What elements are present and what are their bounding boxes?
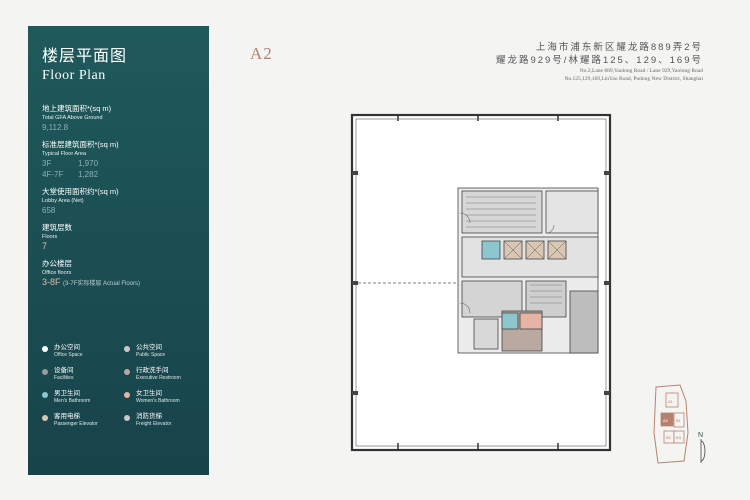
north-label: N — [698, 432, 703, 439]
stats-list: 地上建筑面积*(sq m) Total GFA Above Ground 9,1… — [42, 104, 197, 290]
stat-label-en: Total GFA Above Ground — [42, 115, 103, 121]
site-building — [673, 430, 685, 444]
stat-value: 658 — [42, 206, 56, 215]
legend-dot — [42, 415, 48, 421]
legend-dot — [42, 392, 48, 398]
legend-dot — [42, 346, 48, 352]
legend-dot — [124, 346, 130, 352]
legend-label-zh: 公共空间 — [136, 344, 162, 351]
legend-label-zh: 设备间 — [54, 367, 74, 374]
elevator-crosses — [503, 240, 567, 260]
legend-label-zh: 行政洗手间 — [136, 367, 169, 374]
site-label-b1: B1 — [676, 418, 682, 423]
stat-label-zh: 建筑层数 — [42, 223, 72, 232]
site-building — [673, 412, 685, 428]
panel-title-en: Floor Plan — [42, 68, 106, 83]
legend-label-zh: 客用电梯 — [54, 413, 80, 420]
stat-value-note: (3-7F实际楼层 Actual Floors) — [63, 281, 141, 287]
legend-dot — [124, 392, 130, 398]
legend-label-en: Men's Bathroom — [54, 398, 91, 404]
side-columns — [352, 171, 610, 395]
address-zh-line1: 上海市浦东新区耀龙路889弄2号 — [535, 42, 703, 53]
legend-label-en: Executive Restroom — [136, 375, 181, 381]
stat-label-zh: 大堂使用面积约*(sq m) — [42, 187, 119, 196]
legend-dot — [124, 415, 130, 421]
mens-restroom — [501, 312, 519, 330]
legend-label-zh: 办公空间 — [54, 344, 80, 351]
stat-value: 9,112.8 — [42, 123, 69, 132]
stat-office-floors: 办公楼层 Office floors 3-8F (3-7F实际楼层 Actual… — [42, 259, 197, 290]
stat-value: 7 — [42, 241, 48, 251]
legend-label-en: Passenger Elevator — [54, 421, 98, 427]
floor-plan — [350, 113, 612, 452]
legend-label-en: Public Space — [136, 352, 166, 358]
stat-label-zh: 地上建筑面积*(sq m) — [42, 104, 112, 113]
site-outline — [653, 384, 689, 464]
legend-label-en: Facilities — [54, 375, 74, 381]
stat-row: 4F-7F 1,282 — [42, 169, 197, 180]
stat-typical-floor: 标准层建筑面积*(sq m) Typical Floor Area 3F 1,9… — [42, 140, 197, 180]
stat-floor-key: 3F — [42, 159, 52, 168]
stat-label-zh: 标准层建筑面积*(sq m) — [42, 140, 119, 149]
womens-restroom — [519, 312, 543, 330]
passenger-elevator-shaft — [481, 240, 501, 260]
legend-dot — [42, 369, 48, 375]
site-building — [665, 392, 679, 408]
column-ticks-bottom — [397, 443, 559, 450]
legend-label-en: Freight Elevator — [136, 421, 172, 427]
column-ticks-top — [397, 115, 559, 121]
stat-label-zh: 办公楼层 — [42, 259, 72, 268]
site-label-a2: A2 — [663, 418, 669, 423]
stat-value: 3-8F (3-7F实际楼层 Actual Floors) — [42, 277, 197, 290]
address-en-line1: No.2,Lane 889,Yaolong Road / Lane 929,Ya… — [579, 68, 703, 74]
stair-lines — [466, 196, 562, 304]
legend-dot — [124, 369, 130, 375]
stat-label-en: Typical Floor Area — [42, 151, 87, 157]
address-block: 上海市浦东新区耀龙路889弄2号 耀龙路929号/林耀路125、129、169号… — [496, 41, 703, 83]
stat-floor-value: 1,282 — [78, 170, 99, 179]
stat-floors: 建筑层数 Floors 7 — [42, 223, 197, 252]
stat-label-en: Office floors — [42, 270, 72, 276]
stat-value-main: 3-8F — [42, 277, 61, 287]
stat-label-en: Floors — [42, 234, 58, 240]
stat-floor-key: 4F-7F — [42, 170, 64, 179]
door-swings — [459, 212, 555, 314]
unit-label: A2 — [250, 44, 273, 63]
address-en-line2: No.125,129,169,LinYao Road, Pudong New D… — [564, 76, 703, 82]
stat-lobby: 大堂使用面积约*(sq m) Lobby Area (Net) 658 — [42, 187, 197, 216]
panel-title-zh: 楼层平面图 — [42, 46, 128, 65]
site-label-a1: A1 — [668, 399, 674, 404]
core — [457, 187, 599, 354]
legend-label-en: Women's Bathroom — [136, 398, 180, 404]
site-map: A1 A2 B1 B2 B3 N — [653, 384, 706, 464]
site-building-highlight — [660, 412, 674, 427]
site-label-b3: B3 — [676, 435, 682, 440]
north-arrow-icon — [700, 439, 706, 463]
legend-label-en: Office Space — [54, 352, 83, 358]
legend-label-zh: 消防货梯 — [136, 413, 162, 420]
legend-label-zh: 女卫生间 — [136, 390, 162, 397]
stat-row: 3F 1,970 — [42, 158, 197, 169]
legend-label-zh: 男卫生间 — [54, 390, 80, 397]
info-panel: 楼层平面图 Floor Plan 地上建筑面积*(sq m) Total GFA… — [28, 26, 209, 475]
site-label-b2: B2 — [666, 435, 672, 440]
stat-label-en: Lobby Area (Net) — [42, 198, 84, 204]
stat-total-gfa: 地上建筑面积*(sq m) Total GFA Above Ground 9,1… — [42, 104, 197, 133]
stat-floor-value: 1,970 — [78, 159, 99, 168]
address-zh-line2: 耀龙路929号/林耀路125、129、169号 — [495, 55, 703, 66]
